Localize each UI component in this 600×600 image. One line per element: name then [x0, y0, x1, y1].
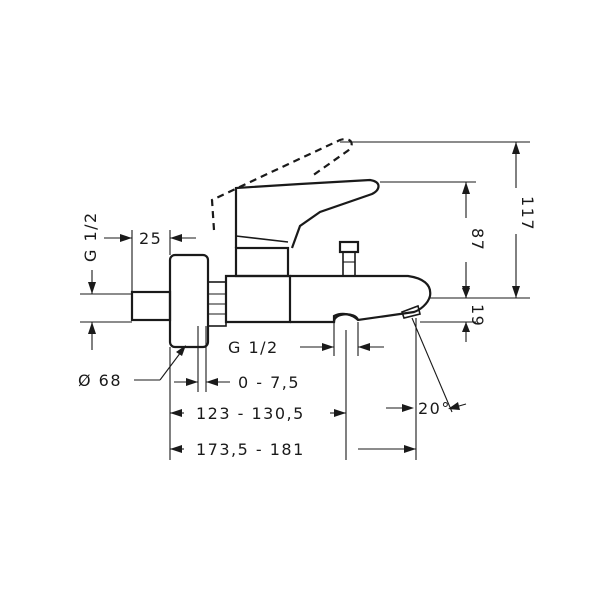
faucet-body [224, 274, 292, 324]
spout-outlet [332, 313, 360, 323]
inlet-pipe [130, 290, 172, 322]
lever-alt-position [210, 138, 353, 231]
dim-overall-length: 173,5 - 181 [196, 440, 305, 459]
dimension-labels: G 1/2 25 Ø 68 0 - 7,5 G 1/2 123 - 130,5 … [78, 196, 537, 459]
spout [290, 274, 432, 324]
cartridge-housing [234, 246, 290, 278]
wall-flange [168, 253, 210, 349]
dim-height-87: 87 [468, 228, 487, 251]
dim-thread-inlet: G 1/2 [81, 211, 100, 262]
dim-spout-angle: 20° [418, 399, 451, 418]
dim-thread-outlet: G 1/2 [228, 338, 279, 357]
aerator [400, 304, 421, 319]
dimension-lines [80, 141, 530, 460]
dim-height-117: 117 [518, 196, 537, 231]
dim-offset-adjust: 0 - 7,5 [238, 373, 300, 392]
diverter-knob [338, 240, 360, 254]
dim-height-19: 19 [468, 304, 487, 327]
dim-spout-to-center: 123 - 130,5 [196, 404, 305, 423]
dim-flange-diameter: Ø 68 [78, 371, 122, 390]
faucet-outline [130, 138, 432, 349]
dim-depth-25: 25 [139, 229, 162, 248]
lever-handle [234, 178, 380, 249]
